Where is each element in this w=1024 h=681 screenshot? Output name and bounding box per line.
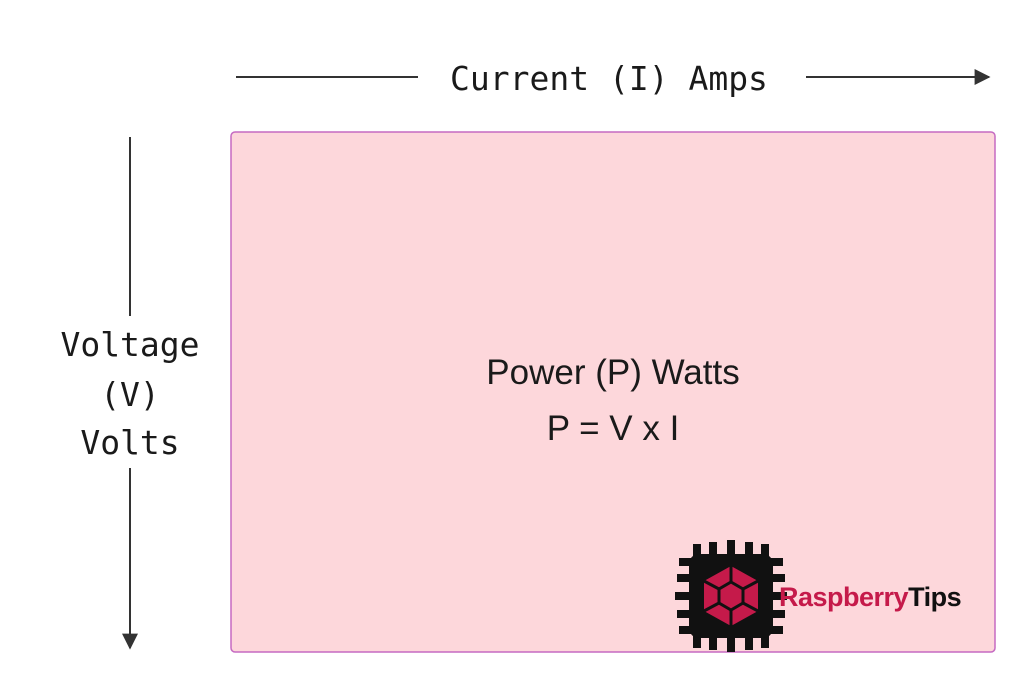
logo-text-tips: Tips bbox=[908, 582, 961, 612]
power-formula: P = V x I bbox=[547, 409, 680, 448]
raspberry-chip-icon bbox=[675, 540, 787, 652]
y-axis-label-line-1: Voltage bbox=[60, 325, 199, 364]
logo-text: RaspberryTips bbox=[779, 582, 961, 612]
logo-text-raspberry: Raspberry bbox=[779, 582, 909, 612]
x-axis-label: Current (I) Amps bbox=[450, 59, 768, 98]
raspberry-tips-logo: RaspberryTips bbox=[675, 540, 962, 652]
power-title: Power (P) Watts bbox=[486, 353, 739, 392]
y-axis-label-line-2: (V) bbox=[100, 375, 160, 414]
y-axis-label-line-3: Volts bbox=[80, 423, 179, 462]
power-box bbox=[230, 131, 996, 653]
